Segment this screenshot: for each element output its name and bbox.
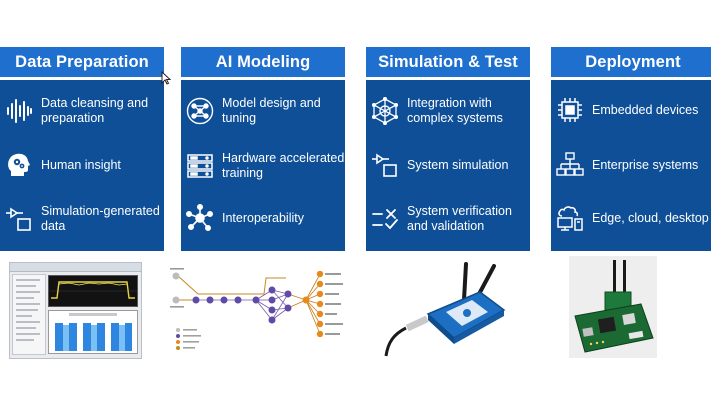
- item-label: Edge, cloud, desktop: [592, 210, 709, 225]
- simulation-icon: [2, 205, 36, 233]
- item-label: Interoperability: [222, 210, 304, 225]
- column-simulation-test: Simulation & Test Integration with compl…: [366, 47, 530, 251]
- org-network-icon: [553, 151, 587, 179]
- neural-network-icon: [183, 97, 217, 125]
- item-label: Enterprise systems: [592, 157, 699, 172]
- list-item: Embedded devices: [551, 96, 711, 124]
- column-panel: Integration with complex systems System …: [366, 80, 530, 251]
- list-item: Integration with complex systems: [366, 96, 530, 126]
- app-screenshot-image: [9, 262, 142, 359]
- network-diagram-image: [168, 264, 352, 358]
- list-item: Hardware accelerated training: [181, 151, 345, 181]
- item-label: System simulation: [407, 157, 509, 172]
- cloud-desktop-icon: [553, 204, 587, 232]
- item-label: Model design and tuning: [222, 96, 321, 125]
- column-panel: Embedded devices Enterprise systems: [551, 80, 711, 251]
- column-ai-modeling: AI Modeling Model design and tuning: [181, 47, 345, 251]
- check-list-icon: [368, 205, 402, 233]
- list-item: Data cleansing and preparation: [0, 96, 164, 126]
- list-item: Human insight: [0, 151, 164, 179]
- usb-radio-device-image: [384, 262, 520, 358]
- server-rack-icon: [183, 152, 217, 180]
- column-title: Data Preparation: [0, 47, 164, 77]
- column-title: Deployment: [551, 47, 711, 77]
- column-panel: Model design and tuning Hardware acceler…: [181, 80, 345, 251]
- list-item: System verification and validation: [366, 204, 530, 234]
- chip-icon: [553, 96, 587, 124]
- item-label: Integration with complex systems: [407, 96, 503, 125]
- head-gears-icon: [2, 151, 36, 179]
- simulation-icon: [368, 151, 402, 179]
- hub-icon: [183, 204, 217, 232]
- column-panel: Data cleansing and preparation Human ins…: [0, 80, 164, 251]
- column-data-preparation: Data Preparation Data cleansing and prep…: [0, 47, 164, 251]
- list-item: Enterprise systems: [551, 151, 711, 179]
- item-label: Simulation-generated data: [41, 204, 160, 233]
- column-title: Simulation & Test: [366, 47, 530, 77]
- mouse-cursor-icon: [161, 71, 171, 85]
- column-deployment: Deployment Embedded devices: [551, 47, 711, 251]
- item-label: Data cleansing and preparation: [41, 96, 149, 125]
- item-label: Human insight: [41, 157, 121, 172]
- item-label: System verification and validation: [407, 204, 512, 233]
- list-item: Simulation-generated data: [0, 204, 164, 234]
- column-title: AI Modeling: [181, 47, 345, 77]
- list-item: Edge, cloud, desktop: [551, 204, 711, 232]
- waveform-icon: [2, 97, 36, 125]
- network-sphere-icon: [368, 97, 402, 125]
- embedded-board-image: [569, 256, 657, 358]
- list-item: Model design and tuning: [181, 96, 345, 126]
- item-label: Embedded devices: [592, 102, 699, 117]
- item-label: Hardware accelerated training: [222, 151, 345, 180]
- list-item: System simulation: [366, 151, 530, 179]
- list-item: Interoperability: [181, 204, 345, 232]
